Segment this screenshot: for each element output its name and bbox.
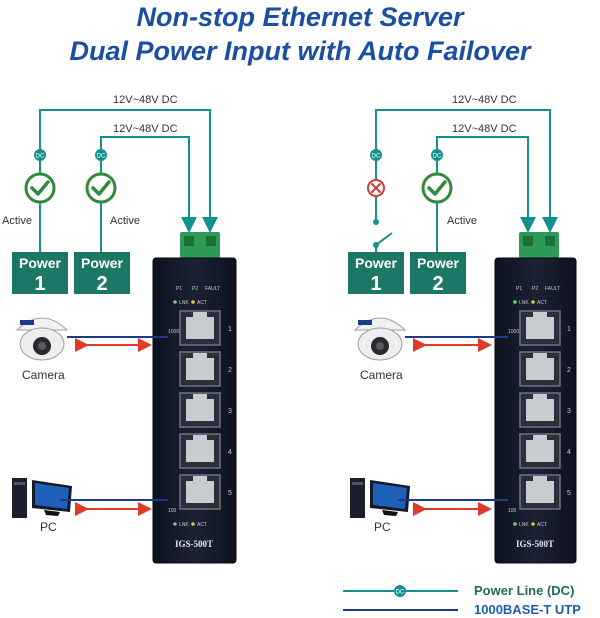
svg-text:ACT: ACT <box>197 522 207 528</box>
ethernet-port <box>519 474 561 510</box>
svg-text:5: 5 <box>228 490 232 497</box>
power-box-1: Power 1 <box>12 252 68 295</box>
dc-badge-icon: DC <box>431 149 443 161</box>
svg-text:Power: Power <box>81 255 124 271</box>
svg-text:DC: DC <box>396 590 405 596</box>
pc-icon <box>12 478 72 518</box>
voltage-label-outer: 12V~48V DC <box>113 94 178 106</box>
svg-text:Power: Power <box>355 255 398 271</box>
ethernet-port <box>179 474 221 510</box>
svg-text:1: 1 <box>567 326 571 333</box>
svg-text:P1: P1 <box>516 286 522 292</box>
dc-badge-icon: DC <box>394 585 406 597</box>
svg-text:FAULT: FAULT <box>545 286 560 292</box>
dc-badge-icon: DC <box>370 149 382 161</box>
svg-text:1: 1 <box>34 273 45 295</box>
ethernet-port <box>179 392 221 428</box>
svg-text:2: 2 <box>96 273 107 295</box>
svg-text:ACT: ACT <box>537 300 547 306</box>
svg-text:IGS-500T: IGS-500T <box>175 539 213 549</box>
svg-text:1000: 1000 <box>168 329 179 335</box>
svg-text:100: 100 <box>508 508 517 514</box>
svg-text:DC: DC <box>36 154 45 160</box>
svg-text:LNK: LNK <box>519 522 529 528</box>
svg-text:DC: DC <box>97 154 106 160</box>
active-check-icon <box>421 172 453 204</box>
camera-icon <box>15 317 69 361</box>
camera-label: Camera <box>360 368 403 382</box>
legend-power-line: Power Line (DC) <box>474 583 574 598</box>
switch-body: P1 P2 FAULT LNK ACT 1000 100 <box>494 257 577 564</box>
status-active-2: Active <box>447 215 477 227</box>
ethernet-port <box>519 351 561 387</box>
legend: DC Power Line (DC) 1000BASE-T UTP <box>343 583 581 617</box>
svg-text:P1: P1 <box>176 286 182 292</box>
svg-text:4: 4 <box>567 449 571 456</box>
camera-label: Camera <box>22 368 65 382</box>
svg-text:IGS-500T: IGS-500T <box>516 539 554 549</box>
ethernet-port <box>519 310 561 346</box>
svg-text:P2: P2 <box>192 286 198 292</box>
ethernet-port <box>519 392 561 428</box>
svg-text:P2: P2 <box>532 286 538 292</box>
status-active-2: Active <box>110 215 140 227</box>
svg-text:Power: Power <box>417 255 460 271</box>
voltage-label-inner: 12V~48V DC <box>452 123 517 135</box>
svg-text:ACT: ACT <box>197 300 207 306</box>
power-line-1 <box>375 109 558 233</box>
power-box-2: Power 2 <box>74 252 130 295</box>
svg-text:ACT: ACT <box>537 522 547 528</box>
svg-text:2: 2 <box>567 367 571 374</box>
svg-text:5: 5 <box>567 490 571 497</box>
svg-text:DC: DC <box>372 154 381 160</box>
fault-x-icon <box>367 179 385 197</box>
voltage-label-outer: 12V~48V DC <box>452 94 517 106</box>
terminal-block-icon <box>180 232 220 258</box>
switch-body: P1 P2 FAULT LNK ACT 1000 100 <box>152 257 237 564</box>
legend-utp: 1000BASE-T UTP <box>474 602 581 617</box>
svg-text:1000: 1000 <box>508 329 519 335</box>
open-switch-lever <box>375 232 393 246</box>
svg-text:FAULT: FAULT <box>205 286 220 292</box>
ethernet-port <box>179 351 221 387</box>
voltage-label-inner: 12V~48V DC <box>113 123 178 135</box>
pc-icon <box>350 478 410 518</box>
dc-badge-icon: DC <box>95 149 107 161</box>
svg-text:LNK: LNK <box>179 300 189 306</box>
power-box-2: Power 2 <box>410 252 466 295</box>
svg-text:100: 100 <box>168 508 177 514</box>
active-check-icon <box>24 172 56 204</box>
svg-text:DC: DC <box>433 154 442 160</box>
title-line-2: Dual Power Input with Auto Failover <box>69 36 531 66</box>
terminal-block-icon <box>519 232 559 258</box>
svg-text:LNK: LNK <box>179 522 189 528</box>
pc-label: PC <box>40 520 57 534</box>
power-box-1: Power 1 <box>348 252 404 295</box>
svg-text:4: 4 <box>228 449 232 456</box>
svg-text:1: 1 <box>370 273 381 295</box>
svg-text:Power: Power <box>19 255 62 271</box>
scenario-left: 12V~48V DC 12V~48V DC DC DC Active Activ… <box>2 94 237 564</box>
status-active-1: Active <box>2 215 32 227</box>
svg-text:LNK: LNK <box>519 300 529 306</box>
svg-text:2: 2 <box>432 273 443 295</box>
svg-text:2: 2 <box>228 367 232 374</box>
svg-text:3: 3 <box>228 408 232 415</box>
ethernet-port <box>179 433 221 469</box>
svg-text:1: 1 <box>228 326 232 333</box>
scenario-right: 12V~48V DC 12V~48V DC DC DC Active Power… <box>348 94 577 564</box>
active-check-icon <box>85 172 117 204</box>
pc-label: PC <box>374 520 391 534</box>
dc-badge-icon: DC <box>34 149 46 161</box>
title-line-1: Non-stop Ethernet Server <box>136 2 464 32</box>
ethernet-port <box>519 433 561 469</box>
svg-text:3: 3 <box>567 408 571 415</box>
ethernet-port <box>179 310 221 346</box>
camera-icon <box>353 317 407 361</box>
